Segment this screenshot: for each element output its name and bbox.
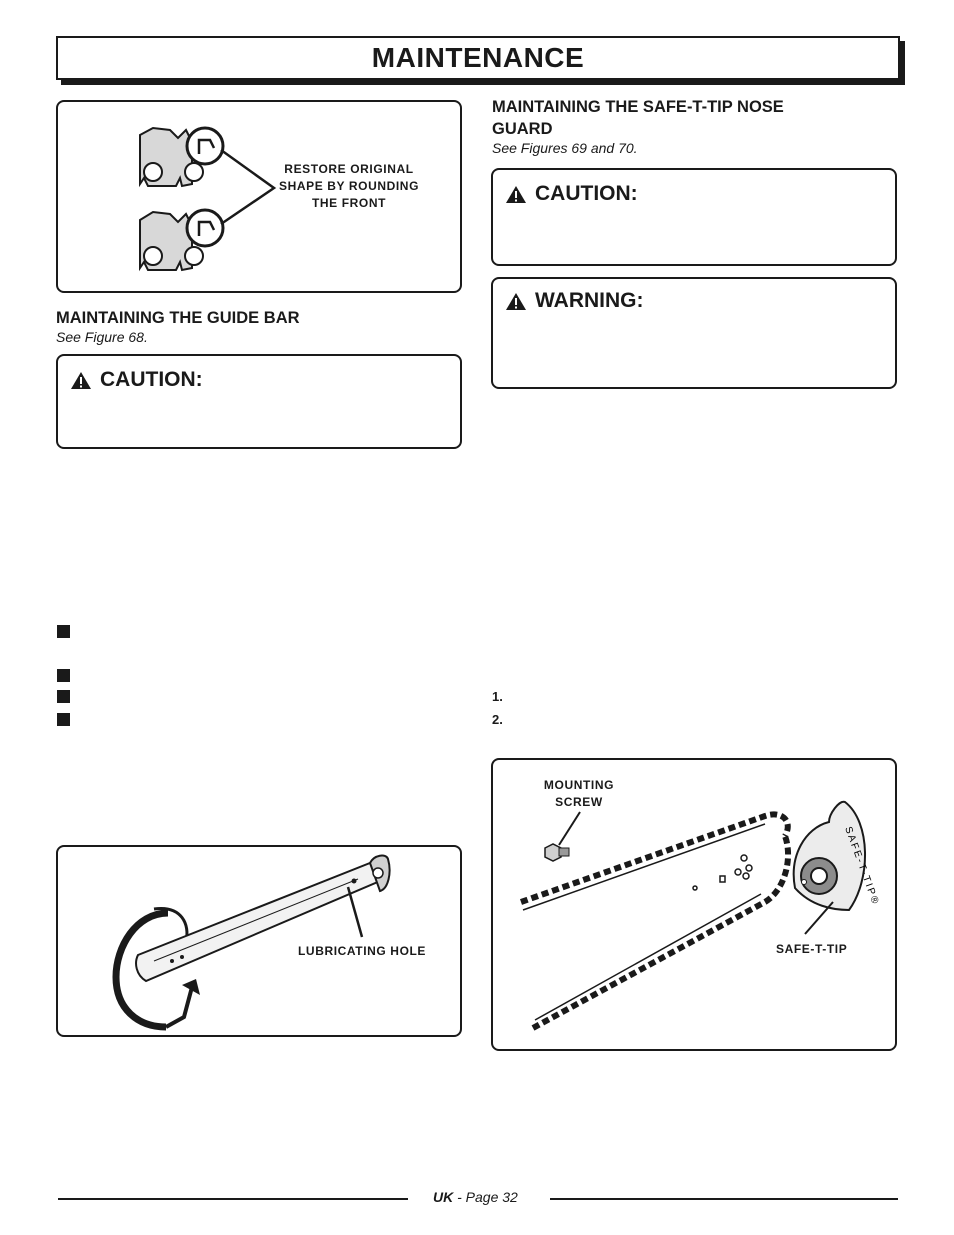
caution-heading: CAUTION: [70,368,203,392]
caution-heading: CAUTION: [505,182,638,206]
page-header: MAINTENANCE [56,36,900,80]
safe-t-tip-label: SAFE-T-TIP [776,942,848,956]
page-number: UK - Page 32 [433,1189,518,1205]
nose-guard-caution-box: CAUTION: [491,168,897,266]
guide-bar-illustration [112,854,391,1031]
nose-guard-subtitle: See Figures 69 and 70. [492,140,638,156]
nose-guard-warning-box: WARNING: [491,277,897,389]
bullet-4 [57,713,70,726]
arrow-head-icon [182,979,200,995]
leader-lines [220,148,277,226]
caution-label: CAUTION: [535,182,638,205]
cutter-top [139,126,225,188]
footer-rule-left [58,1198,408,1200]
mounting-screw-label: MOUNTING SCREW [543,778,615,809]
guide-bar-title: MAINTAINING THE GUIDE BAR [56,309,300,327]
nose-guard-title: MAINTAINING THE SAFE-T-TIP NOSE GUARD [492,98,784,138]
bullet-2 [57,669,70,682]
bullet-1 [57,625,70,638]
step-2-number: 2. [492,712,503,727]
figure-safe-t-tip: SAFE-T-TIP® MOUNTING SCREW SAFE-T-TIP [491,758,897,1051]
chain-bar-illustration: SAFE-T-TIP® [520,800,881,1031]
figure-chain-cutters: RESTORE ORIGINAL SHAPE BY ROUNDING THE F… [56,100,462,293]
guide-bar-caution-box: CAUTION: [56,354,462,449]
warning-triangle-icon [71,371,91,389]
figure-guide-bar: LUBRICATING HOLE [56,845,462,1037]
warning-triangle-icon [506,185,526,203]
bullet-3 [57,690,70,703]
restore-shape-label: RESTORE ORIGINAL SHAPE BY ROUNDING THE F… [279,162,419,210]
cutter-bottom [139,208,225,272]
warning-label: WARNING: [535,289,644,312]
warning-triangle-icon [506,292,526,310]
warning-heading: WARNING: [505,289,644,313]
step-1-number: 1. [492,689,503,704]
page-title: MAINTENANCE [371,42,585,73]
safe-t-tip-guard-icon: SAFE-T-TIP® [792,800,881,935]
footer-rule-right [550,1198,898,1200]
guide-bar-subtitle: See Figure 68. [56,329,148,345]
mounting-screw-icon [544,811,581,862]
chain-cutter-illustration [139,126,277,272]
lubricating-hole-label: LUBRICATING HOLE [298,944,427,958]
caution-label: CAUTION: [100,368,203,391]
